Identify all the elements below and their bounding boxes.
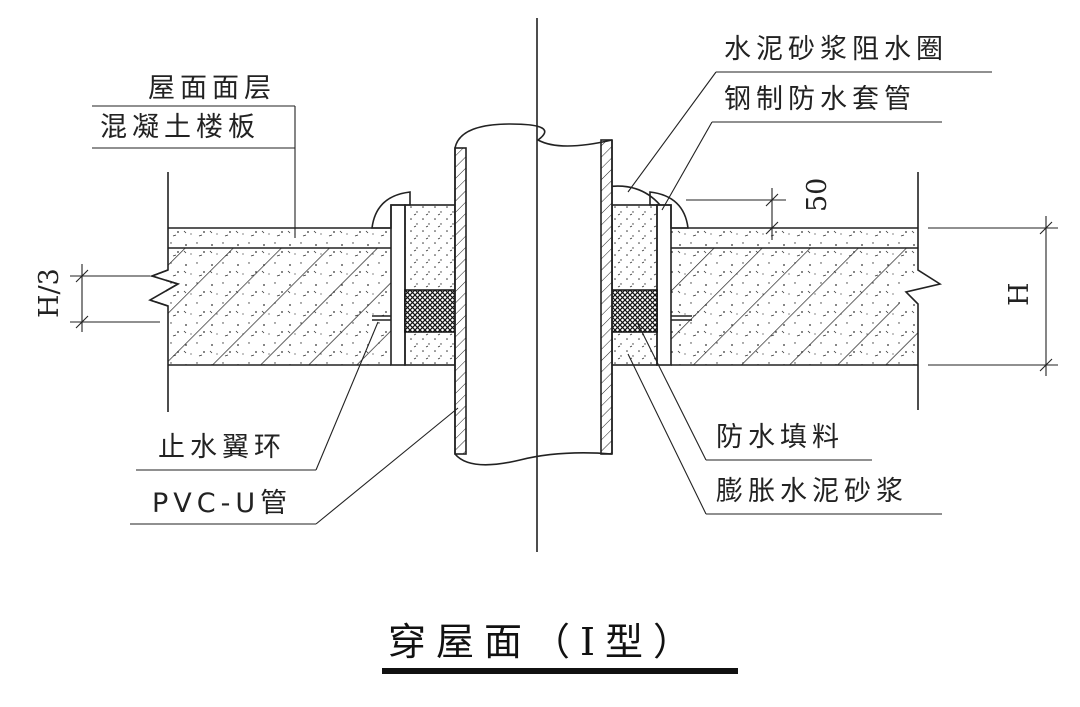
label-concrete-floor-slab: 混凝土楼板	[100, 112, 260, 143]
right-slab	[671, 172, 943, 410]
dimension-label-h-third: H/3	[34, 268, 65, 318]
dimension-h-third: H/3	[34, 264, 160, 332]
pvc-u-pipe	[454, 123, 613, 468]
label-waterproof-filler: 防水填料	[716, 422, 844, 453]
label-cement-mortar-water-ring: 水泥砂浆阻水圈	[724, 34, 948, 65]
left-slab	[140, 172, 391, 412]
label-roof-surface-layer: 屋面面层	[148, 73, 276, 104]
dimension-h: H	[928, 216, 1058, 376]
diagram-title: 穿屋面（Ⅰ型）	[388, 620, 701, 664]
label-pvc-u-pipe: PVC-U管	[152, 488, 292, 519]
left-sleeve	[372, 204, 456, 366]
dimension-label-fifty: 50	[802, 178, 833, 212]
right-sleeve	[611, 204, 692, 366]
dimension-fifty: 50	[686, 178, 833, 240]
dimension-label-h: H	[1004, 282, 1035, 306]
label-steel-waterproof-sleeve: 钢制防水套管	[724, 84, 916, 115]
title-underline	[382, 668, 738, 674]
label-expansive-cement-mortar: 膨胀水泥砂浆	[716, 476, 908, 507]
label-water-stop-ring: 止水翼环	[158, 432, 286, 463]
